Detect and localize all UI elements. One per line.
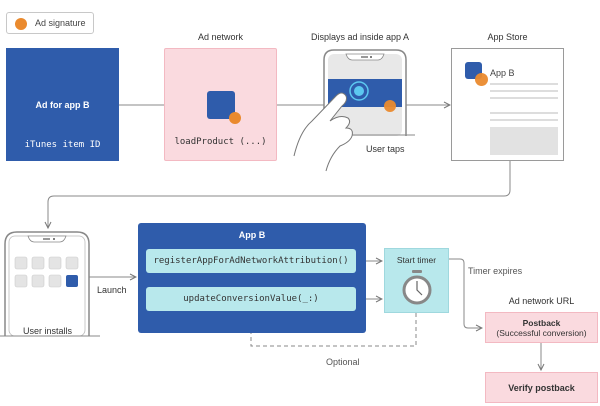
app-store-page: App B [451,48,564,161]
timer-expires-label: Timer expires [468,266,523,276]
placeholder-line [490,112,558,114]
start-timer-box: Start timer [384,248,449,313]
start-timer-title: Start timer [396,255,437,265]
placeholder-line [490,97,558,99]
verify-postback-box: Verify postback [485,372,598,403]
phone-home-screen-illustration [0,231,100,337]
ad-network-url-heading: Ad network URL [508,296,575,306]
load-product-call: loadProduct (...) [174,137,267,147]
ad-for-app-b-box: Ad for app B iTunes item ID [6,48,119,161]
placeholder-line [490,83,558,85]
user-taps-caption: User taps [366,144,405,154]
user-installs-caption: User installs [22,326,72,336]
itunes-item-id: iTunes item ID [24,140,101,150]
arrow-store-to-install [48,161,511,228]
launch-label: Launch [97,285,127,295]
register-app-function: registerAppForAdNetworkAttribution() [146,249,356,273]
placeholder-line [490,90,558,92]
ad-network-heading: Ad network [197,32,244,42]
orange-dot-icon [15,18,27,30]
legend-label: Ad signature [35,18,86,28]
ad-network-box: loadProduct (...) [164,48,277,161]
postback-title: Postback [522,318,561,328]
ad-signature-icon [229,112,241,124]
verify-postback-label: Verify postback [508,383,575,393]
app-store-app-name: App B [490,68,515,78]
app-b-title: App B [238,230,266,240]
postback-box: Postback (Successful conversion) [485,312,598,343]
placeholder-line [490,119,558,121]
stopwatch-icon [402,270,432,305]
postback-subtitle: (Successful conversion) [496,328,587,338]
optional-label: Optional [326,357,360,367]
update-conversion-function: updateConversionValue(_:) [146,287,356,311]
legend: Ad signature [6,12,94,34]
ad-title: Ad for app B [35,100,90,110]
ad-signature-icon [475,73,488,86]
app-a-heading: Displays ad inside app A [310,32,410,42]
app-b-box: App B registerAppForAdNetworkAttribution… [138,223,366,333]
app-store-heading: App Store [487,32,528,42]
placeholder-block [490,127,558,155]
phone-app-a-illustration [293,49,415,172]
